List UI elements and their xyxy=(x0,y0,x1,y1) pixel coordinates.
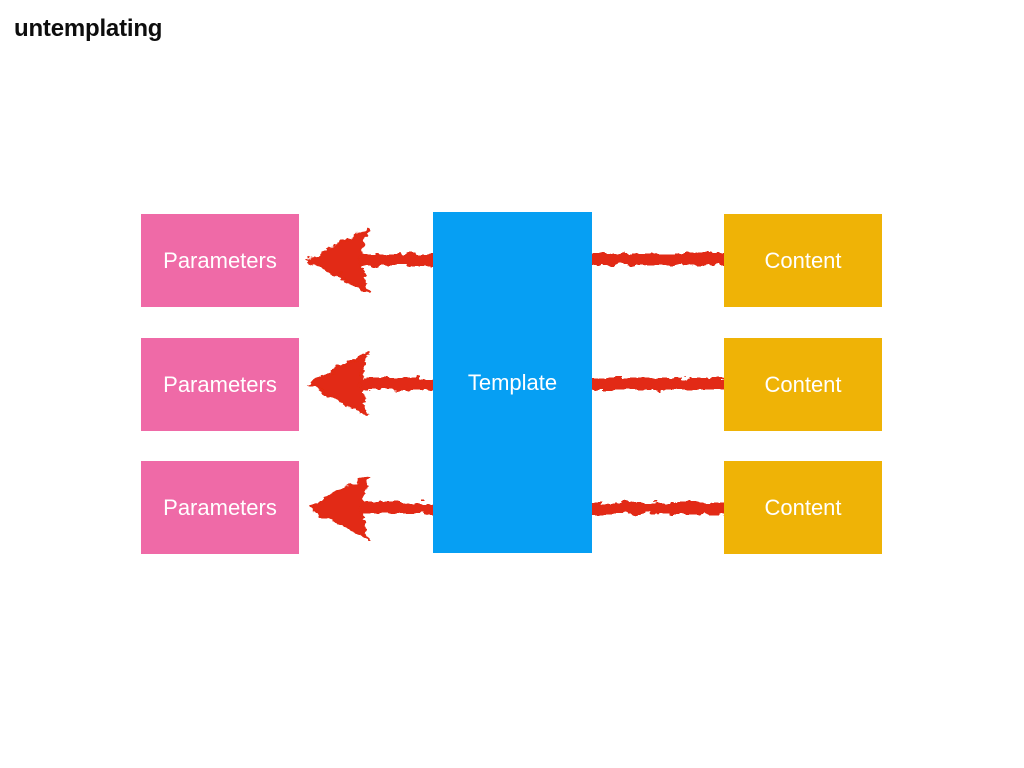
parameters-box-2: Parameters xyxy=(141,338,299,431)
content-box-3: Content xyxy=(724,461,882,554)
parameters-label-3: Parameters xyxy=(163,494,277,520)
content-label-2: Content xyxy=(764,371,842,397)
arrow-template-to-parameters-2 xyxy=(308,351,446,417)
template-label: Template xyxy=(467,369,558,395)
content-label-1: Content xyxy=(764,247,842,273)
parameters-label-2: Parameters xyxy=(163,371,277,397)
arrow-template-to-parameters-1 xyxy=(308,227,446,293)
parameters-box-1: Parameters xyxy=(141,214,299,307)
content-label-3: Content xyxy=(764,494,842,520)
content-box-1: Content xyxy=(724,214,882,307)
parameters-label-1: Parameters xyxy=(163,247,277,273)
page-title: untemplating xyxy=(14,15,163,42)
line-content-to-template-2 xyxy=(584,378,731,390)
line-content-to-template-1 xyxy=(584,253,731,265)
parameters-box-3: Parameters xyxy=(141,461,299,554)
content-box-2: Content xyxy=(724,338,882,431)
arrow-template-to-parameters-3 xyxy=(308,475,446,541)
template-box: Template xyxy=(433,212,592,553)
line-content-to-template-3 xyxy=(584,502,731,514)
